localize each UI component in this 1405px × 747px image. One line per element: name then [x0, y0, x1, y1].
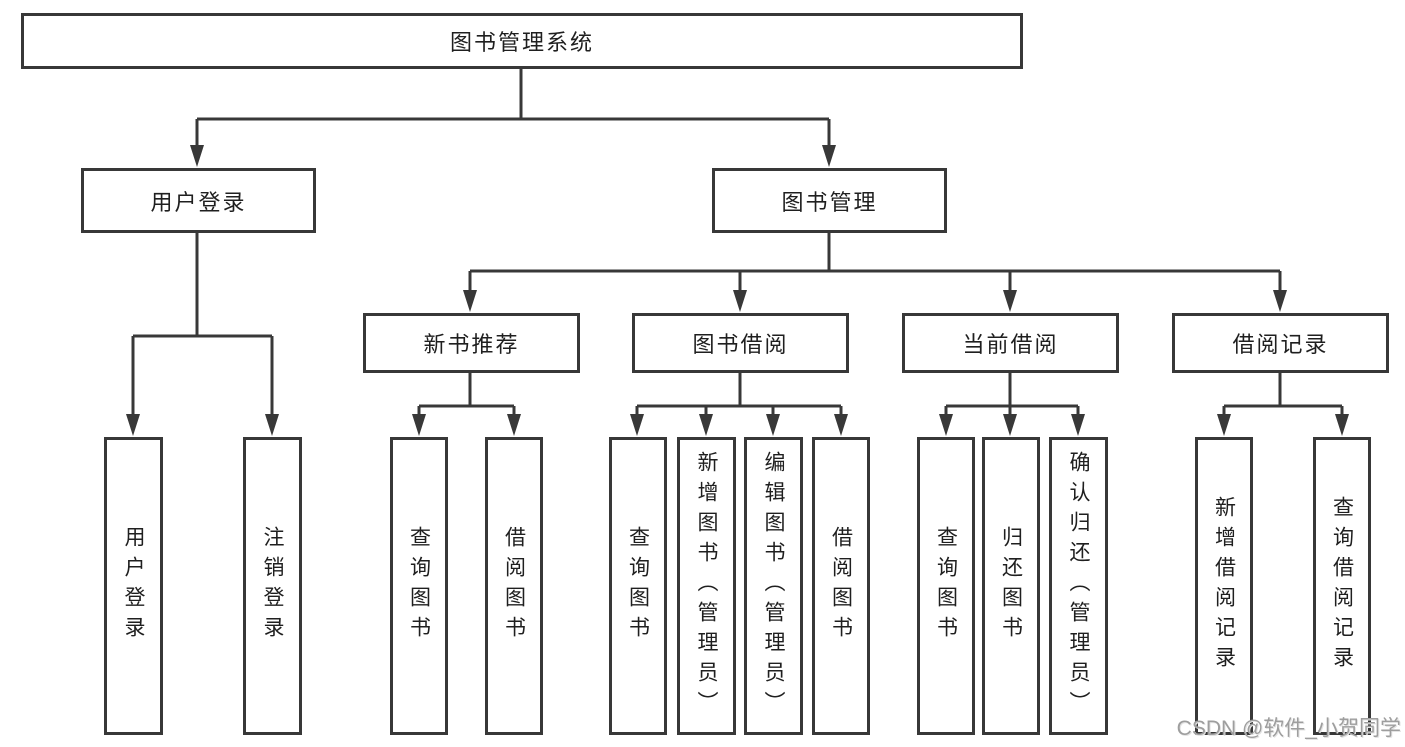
node-book-borrow: 图书借阅 — [632, 313, 849, 373]
leaf-add-borrow-record: 新增借阅记录 — [1195, 437, 1253, 735]
leaf-edit-book-admin: 编辑图书（管理员） — [744, 437, 803, 735]
node-borrow-records-label: 借阅记录 — [1232, 332, 1329, 357]
leaf-borrow-book-label: 借阅图书 — [829, 526, 853, 646]
leaf-query-borrow-record-label: 查询借阅记录 — [1330, 496, 1354, 676]
node-new-book-recommend-label: 新书推荐 — [423, 332, 520, 357]
node-book-borrow-label: 图书借阅 — [692, 332, 789, 357]
node-new-book-recommend: 新书推荐 — [363, 313, 580, 373]
leaf-recommend-borrow-book-label: 借阅图书 — [502, 526, 526, 646]
leaf-edit-book-admin-label: 编辑图书（管理员） — [762, 451, 785, 721]
node-user-login-branch-label: 用户登录 — [150, 189, 247, 215]
node-current-borrow: 当前借阅 — [902, 313, 1119, 373]
leaf-add-borrow-record-label: 新增借阅记录 — [1212, 496, 1236, 676]
leaf-current-query-book-label: 查询图书 — [934, 526, 958, 646]
leaf-logout: 注销登录 — [243, 437, 302, 735]
node-book-management-branch-label: 图书管理 — [781, 189, 878, 215]
leaf-confirm-return-admin-label: 确认归还（管理员） — [1067, 451, 1090, 721]
node-user-login-branch: 用户登录 — [81, 168, 316, 233]
leaf-add-book-admin-label: 新增图书（管理员） — [695, 451, 718, 721]
csdn-watermark: CSDN @软件_小贺同学 — [1176, 717, 1401, 740]
leaf-recommend-query-book-label: 查询图书 — [407, 526, 431, 646]
leaf-recommend-borrow-book: 借阅图书 — [485, 437, 543, 735]
leaf-current-query-book: 查询图书 — [917, 437, 975, 735]
leaf-user-login-label: 用户登录 — [122, 526, 145, 646]
node-root-system: 图书管理系统 — [21, 13, 1023, 69]
leaf-logout-label: 注销登录 — [261, 526, 284, 646]
leaf-borrow-book: 借阅图书 — [812, 437, 870, 735]
leaf-return-book: 归还图书 — [982, 437, 1040, 735]
node-root-label: 图书管理系统 — [449, 30, 594, 55]
arrowheads — [126, 145, 1349, 436]
leaf-add-book-admin: 新增图书（管理员） — [677, 437, 736, 735]
leaf-borrow-query-book: 查询图书 — [609, 437, 667, 735]
leaf-user-login: 用户登录 — [104, 437, 163, 735]
leaf-confirm-return-admin: 确认归还（管理员） — [1049, 437, 1108, 735]
leaf-return-book-label: 归还图书 — [999, 526, 1023, 646]
leaf-borrow-query-book-label: 查询图书 — [626, 526, 650, 646]
node-borrow-records: 借阅记录 — [1172, 313, 1389, 373]
leaf-recommend-query-book: 查询图书 — [390, 437, 448, 735]
node-current-borrow-label: 当前借阅 — [962, 332, 1059, 357]
leaf-query-borrow-record: 查询借阅记录 — [1313, 437, 1371, 735]
node-book-management-branch: 图书管理 — [712, 168, 947, 233]
